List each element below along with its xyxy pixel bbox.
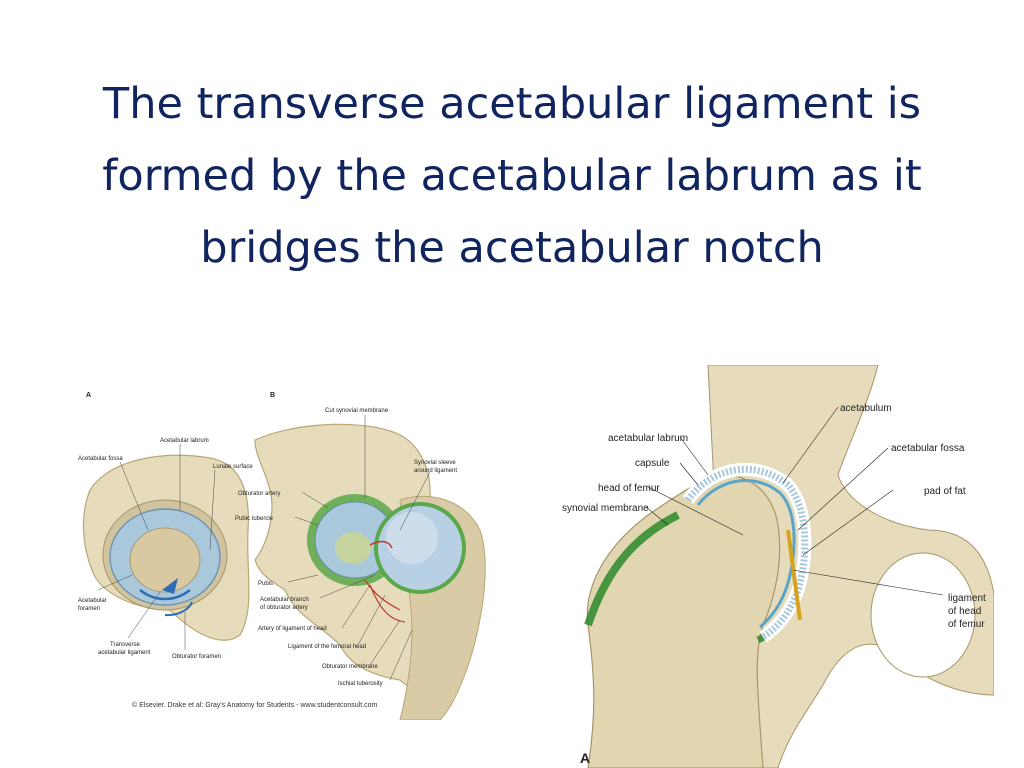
label-ischial-tuberosity: Ischial tuberosity	[338, 681, 383, 687]
label-acetabular-foramen-1: Acetabular	[78, 598, 107, 604]
label-obturator-foramen: Obturator foramen	[172, 654, 221, 660]
label-ligament-head-2: of head	[948, 606, 981, 617]
hip-joint-coronal-section: acetabulum acetabular labrum acetabular …	[562, 365, 994, 768]
label-synovial-membrane: synovial membrane	[562, 503, 649, 514]
hip-bone-b	[254, 423, 486, 720]
label-pad-of-fat: pad of fat	[924, 486, 966, 497]
pelvis-bone	[707, 365, 994, 768]
label-cut-synovial: Cut synovial membrane	[325, 408, 389, 414]
label-acetabular-fossa: Acetabular fossa	[78, 456, 123, 462]
label-synovial-sleeve-2: around ligament	[414, 468, 457, 474]
label-ligament-head-3: of femur	[948, 619, 985, 630]
label-pubic-tubercle: Pubic tubercle	[235, 516, 274, 522]
label-acetabular-fossa-r: acetabular fossa	[891, 443, 965, 454]
label-obturator-artery: Obturator artery	[238, 491, 280, 497]
panel-a-letter-right: A	[580, 750, 590, 766]
label-acetabular-branch-1: Acetabular branch	[260, 597, 309, 603]
hip-joint-illustration-left: A Acetabular fossa Acetabular labrum Lun…	[78, 392, 486, 720]
label-acetabular-branch-2: of obturator artery	[260, 605, 308, 611]
panel-b-letter: B	[270, 392, 275, 399]
label-capsule: capsule	[635, 458, 670, 469]
articular-layers	[682, 462, 812, 643]
label-obturator-membrane: Obturator membrane	[322, 664, 378, 670]
slide-title: The transverse acetabular ligament is fo…	[102, 79, 922, 274]
label-acetabulum: acetabulum	[840, 403, 892, 414]
acetabulum-bone-a	[82, 454, 250, 641]
label-acetabular-labrum: Acetabular labrum	[160, 438, 209, 444]
label-synovial-sleeve-1: Synovial sleeve	[414, 460, 456, 466]
panel-a-letter: A	[86, 392, 91, 399]
label-transverse-1: Transverse	[110, 642, 140, 648]
label-artery-ligament-head: Artery of ligament of head	[258, 626, 327, 632]
label-head-of-femur: head of femur	[598, 483, 660, 494]
label-acetabular-foramen-2: foramen	[78, 606, 100, 612]
label-lunate-surface: Lunate surface	[213, 464, 253, 470]
label-transverse-2: acetabular ligament	[98, 650, 151, 656]
label-ligament-femoral-head: Ligament of the femoral head	[288, 644, 366, 650]
label-pubis: Pubis	[258, 581, 273, 587]
image-credit: © Elsevier. Drake et al: Gray's Anatomy …	[132, 701, 378, 709]
label-acetabular-labrum-r: acetabular labrum	[608, 433, 688, 444]
femur-bone	[584, 474, 792, 768]
label-ligament-head-1: ligament	[948, 593, 986, 604]
